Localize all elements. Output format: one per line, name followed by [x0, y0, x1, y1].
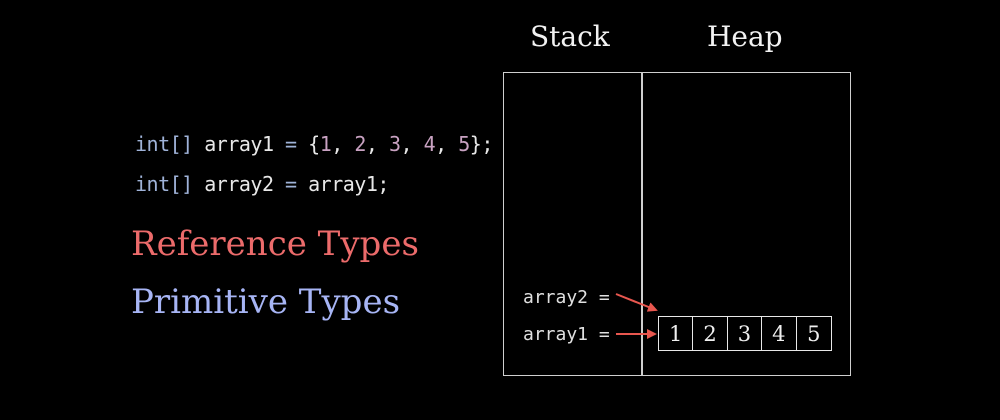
variable-name: array2 [192, 172, 286, 196]
heap-label: Heap [707, 20, 783, 53]
type-keyword: int[] [135, 172, 193, 196]
array-literal-item: 2 [354, 132, 366, 156]
type-keyword: int[] [135, 132, 193, 156]
heap-array-object: 1 2 3 4 5 [658, 316, 832, 351]
legend-primitive-types: Primitive Types [131, 282, 401, 322]
array-cell: 4 [762, 317, 797, 350]
array-cell: 2 [693, 317, 728, 350]
code-line-array2: int[] array2 = array1; [135, 172, 389, 196]
array2-reference-arrow [615, 293, 658, 312]
array-literal-item: 1 [319, 132, 332, 156]
heap-panel [641, 72, 851, 376]
assigned-value: array1; [296, 172, 389, 196]
array-cell: 5 [807, 321, 821, 346]
stack-var-array2: array2 = [523, 287, 610, 308]
legend-reference-types: Reference Types [131, 224, 419, 264]
stack-panel [503, 72, 643, 376]
assign-operator: = [285, 172, 297, 196]
code-line-array1: int[] array1 = {1, 2, 3, 4, 5}; [135, 132, 493, 156]
array-cell: 1 [659, 317, 694, 350]
brace-close: }; [469, 132, 494, 156]
assign-operator: = [285, 132, 297, 156]
array-literal-item: 3 [388, 132, 401, 156]
array-literal-item: 4 [423, 132, 436, 156]
variable-name: array1 [192, 132, 286, 156]
stack-label: Stack [530, 20, 610, 53]
brace-open: { [296, 132, 320, 156]
array-cell: 3 [728, 317, 763, 350]
array-literal-item: 5 [458, 132, 470, 156]
stack-var-array1: array1 = [523, 324, 610, 345]
